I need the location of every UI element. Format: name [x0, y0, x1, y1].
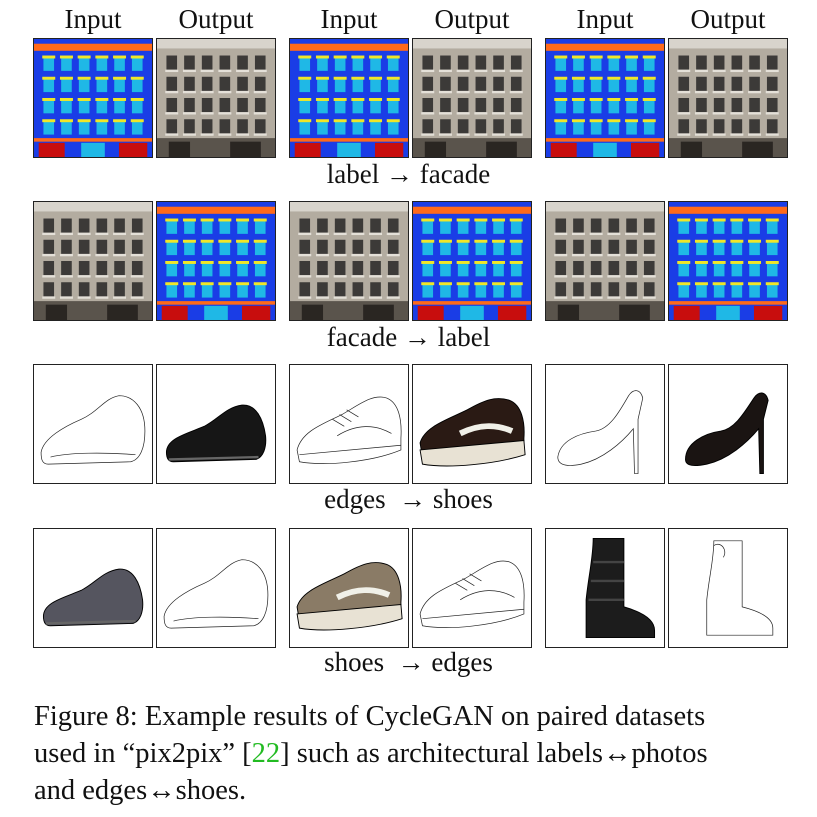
- shoe-photo-image: [33, 528, 153, 648]
- shoe-edge-sketch-image: [33, 364, 153, 484]
- generated-edge-sketch-image: [156, 528, 276, 648]
- column-header-input: Input: [576, 4, 634, 34]
- column-header-input: Input: [64, 4, 122, 34]
- generated-shoe-image: [156, 364, 276, 484]
- column-header-output: Output: [434, 4, 510, 34]
- facade-photo-image: [33, 201, 153, 321]
- column-header-output: Output: [690, 4, 766, 34]
- generated-label-map-image: [668, 201, 788, 321]
- row-caption: edges → shoes: [324, 484, 493, 514]
- caption-line-1: Figure 8: Example results of CycleGAN on…: [34, 701, 706, 732]
- boot-photo-image: [545, 528, 665, 648]
- row-caption: shoes → edges: [324, 647, 493, 677]
- label-map-image: [545, 38, 665, 158]
- generated-edge-sketch-image: [668, 528, 788, 648]
- label-map-image: [289, 38, 409, 158]
- row-caption: facade → label: [326, 322, 491, 352]
- heel-edge-sketch-image: [545, 364, 665, 484]
- caption-line-3: and edges↔shoes.: [34, 775, 247, 806]
- column-header-output: Output: [178, 4, 254, 34]
- generated-label-map-image: [156, 201, 276, 321]
- caption-line-2: used in “pix2pix” [22] such as architect…: [34, 738, 708, 769]
- row-caption: label → facade: [326, 159, 491, 189]
- sneaker-photo-image: [289, 528, 409, 648]
- label-map-image: [33, 38, 153, 158]
- generated-facade-image: [412, 38, 532, 158]
- generated-facade-image: [668, 38, 788, 158]
- sneaker-edge-sketch-image: [289, 364, 409, 484]
- facade-photo-image: [289, 201, 409, 321]
- generated-heel-image: [668, 364, 788, 484]
- generated-sneaker-image: [412, 364, 532, 484]
- generated-edge-sketch-image: [412, 528, 532, 648]
- facade-photo-image: [545, 201, 665, 321]
- column-header-input: Input: [320, 4, 378, 34]
- citation-link[interactable]: 22: [251, 738, 281, 769]
- generated-label-map-image: [412, 201, 532, 321]
- figure-caption: Figure 8: Example results of CycleGAN on…: [34, 698, 794, 809]
- generated-facade-image: [156, 38, 276, 158]
